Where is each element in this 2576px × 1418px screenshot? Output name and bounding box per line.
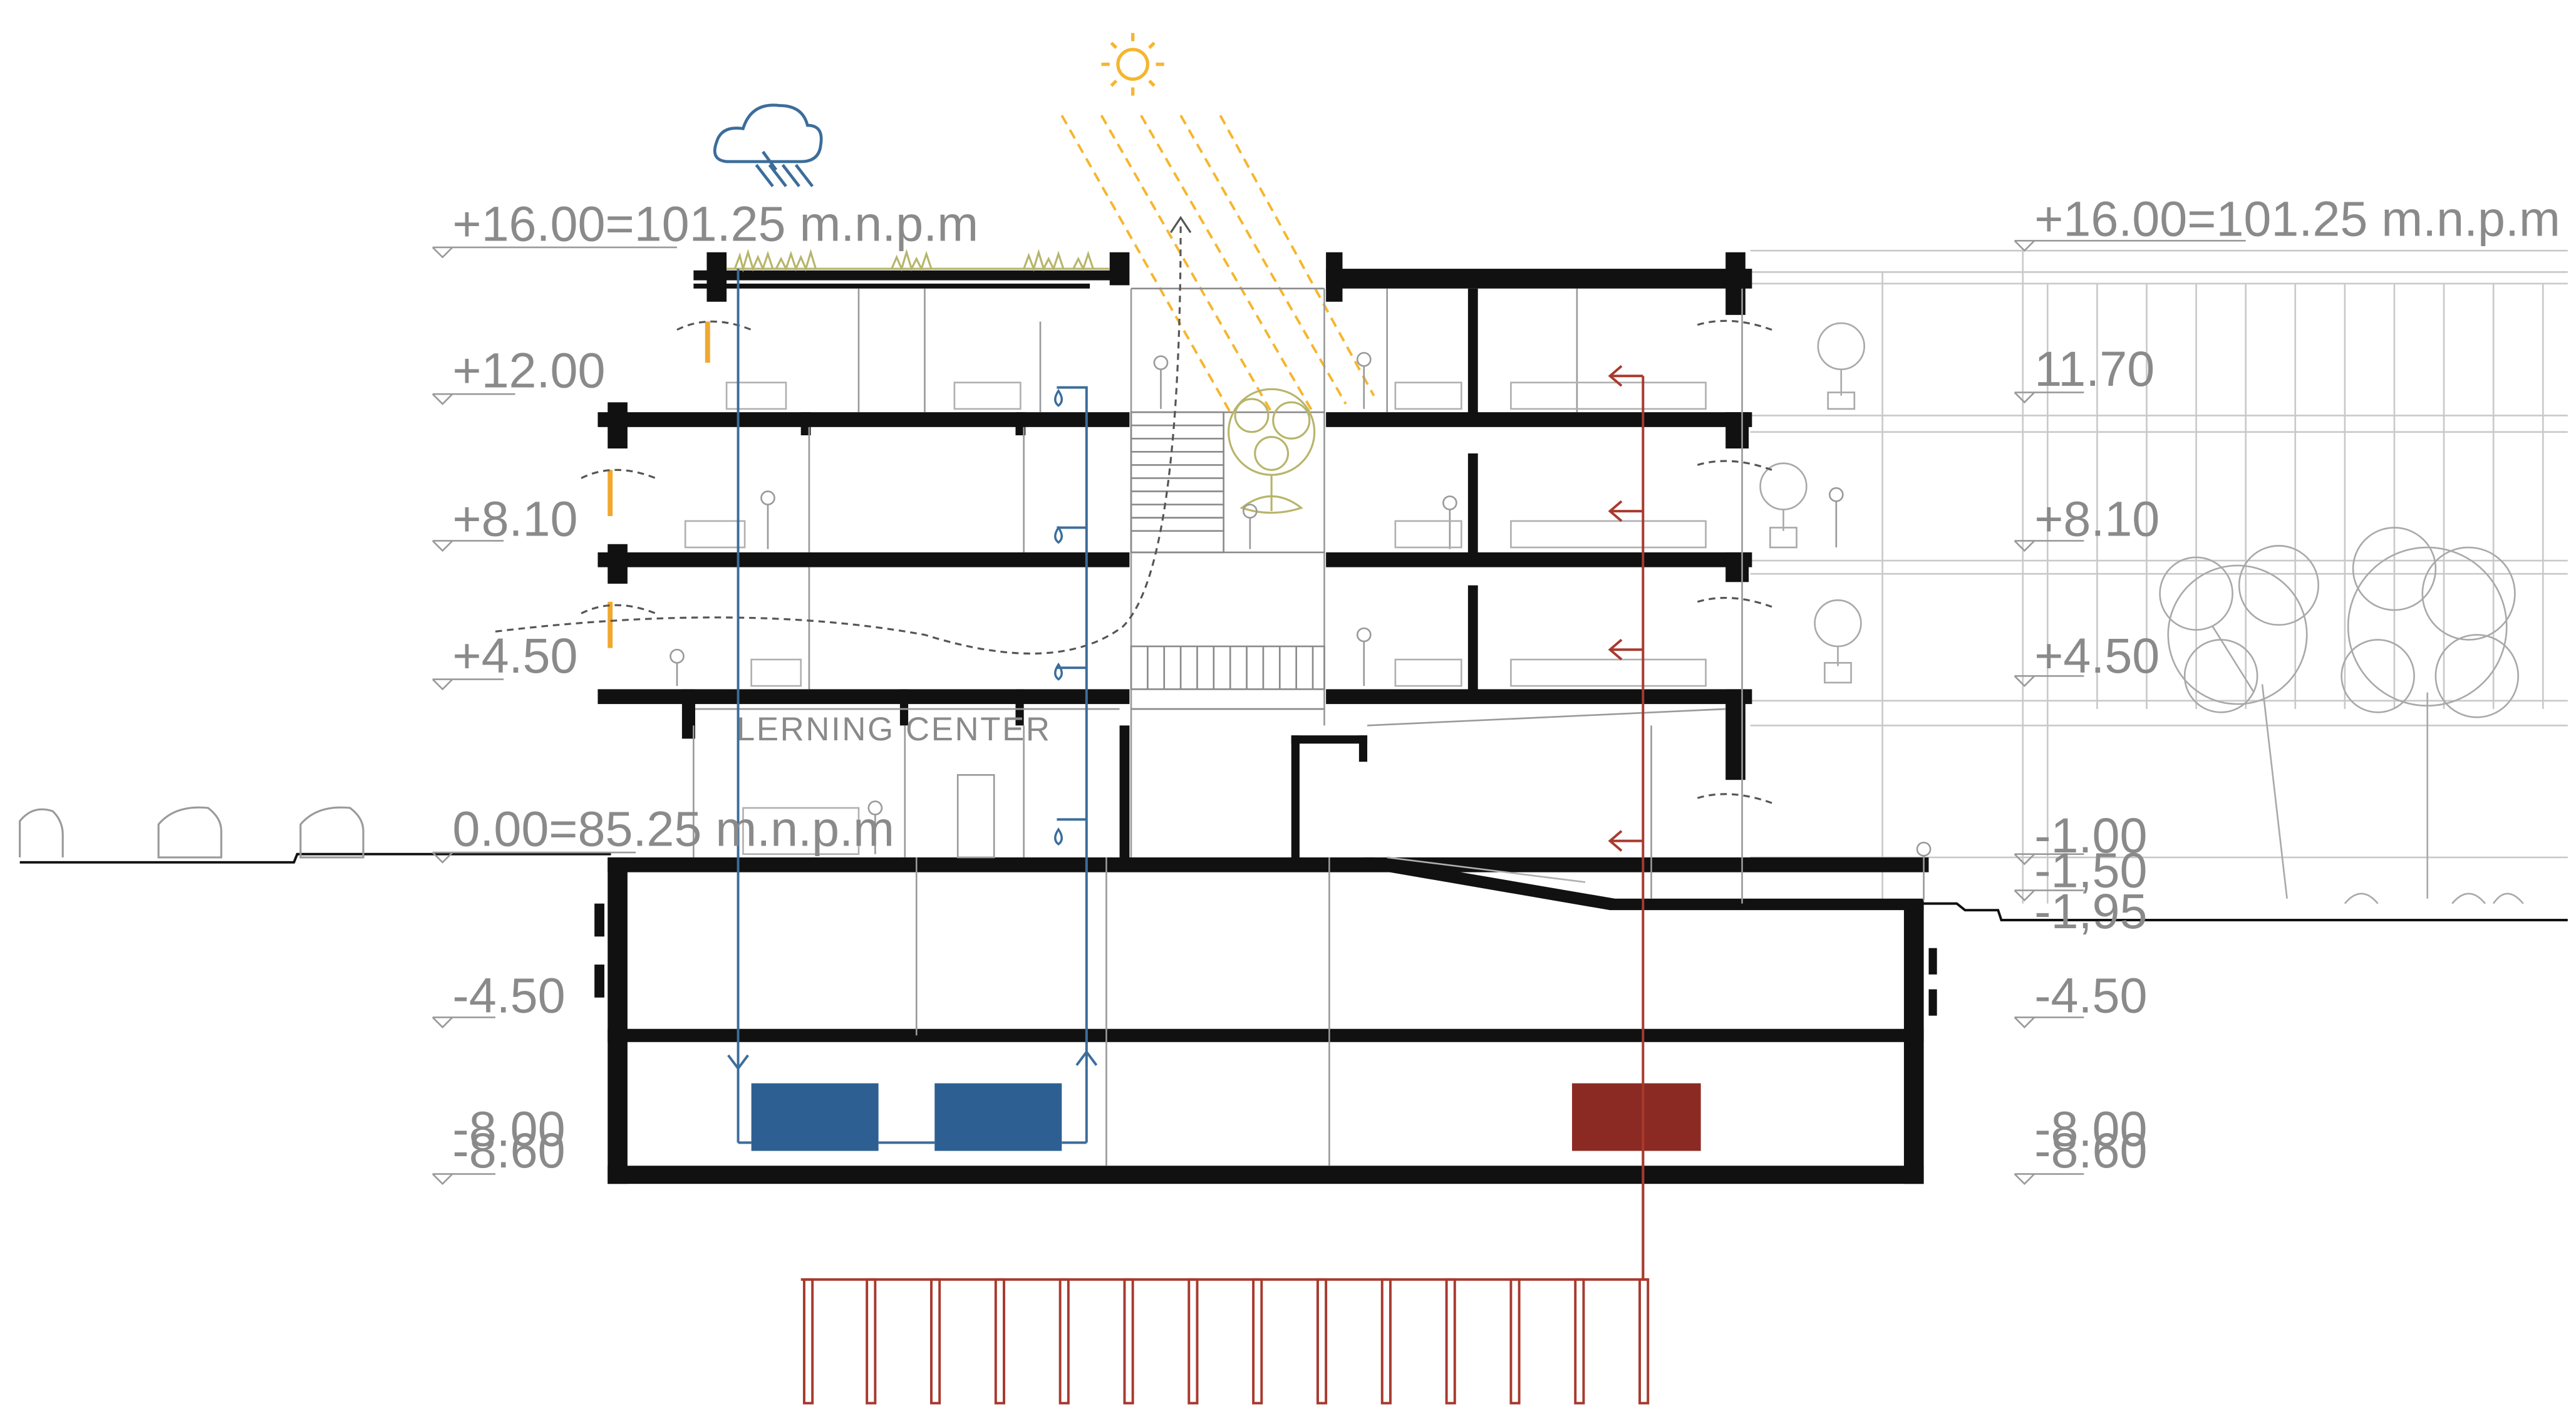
geothermal-piles — [800, 1278, 1650, 1405]
level-label-m450-left: -4.50 — [452, 967, 565, 1023]
right-wing-structure — [1291, 252, 1752, 861]
room-label-learning-center: LERNING CENTER — [737, 711, 1052, 748]
level-label-m100-right: -1.00 — [2034, 807, 2147, 863]
level-label-m450-right: -4.50 — [2034, 967, 2147, 1023]
green-roof — [727, 249, 1110, 273]
tree-icon — [1228, 388, 1316, 514]
tree-icon — [1759, 322, 2524, 904]
furniture — [684, 381, 1707, 883]
level-label-8-left: +8.10 — [452, 491, 577, 547]
level-label-m860-left: -8.60 — [452, 1122, 565, 1178]
ventilation-arrow-icon — [495, 222, 1772, 804]
shading-fins — [608, 321, 710, 648]
level-label-4-right: +4.50 — [2034, 628, 2160, 683]
rain-cloud-icon — [713, 103, 823, 187]
solar-rays — [1060, 115, 1375, 413]
level-label-roof-left: +16.00=101.25 m.n.p.m — [452, 195, 978, 251]
level-label-roof-right: +16.00=101.25 m.n.p.m — [2034, 191, 2560, 247]
left-wing-structure — [597, 252, 1130, 861]
level-label-m860-right: -8.60 — [2034, 1122, 2147, 1178]
air-flow-arrowhead — [1169, 215, 1192, 234]
level-markers-right — [2014, 240, 2246, 1186]
ground-line — [19, 852, 2568, 921]
water-tanks — [751, 1083, 1062, 1151]
car-icon — [19, 806, 365, 859]
level-label-m195-right: -1,95 — [2034, 883, 2147, 939]
person-icon — [670, 352, 1932, 901]
level-label-1170-right: 11.70 — [2034, 341, 2154, 396]
interior-lines — [693, 288, 1743, 1166]
background-elevation — [1750, 249, 2568, 904]
level-label-m800-left: -8.00 — [452, 1101, 565, 1157]
atrium-stairs — [1130, 287, 1325, 710]
level-label-m800-right: -8.00 — [2034, 1101, 2147, 1157]
water-drop-icon — [1054, 388, 1063, 846]
level-label-ground-left: 0.00=85.25 m.n.p.m — [452, 801, 894, 857]
heat-unit — [1571, 1083, 1701, 1151]
level-label-4-left: +4.50 — [452, 628, 577, 683]
rainwater-system — [727, 269, 1098, 1144]
level-label-8-right: +8.10 — [2034, 491, 2160, 547]
level-label-m150-right: -1,50 — [2034, 842, 2147, 898]
level-markers-left — [432, 246, 677, 1186]
basement-structure — [594, 857, 1937, 1184]
level-label-12-left: +12.00 — [452, 343, 605, 398]
sun-icon — [1101, 33, 1164, 96]
